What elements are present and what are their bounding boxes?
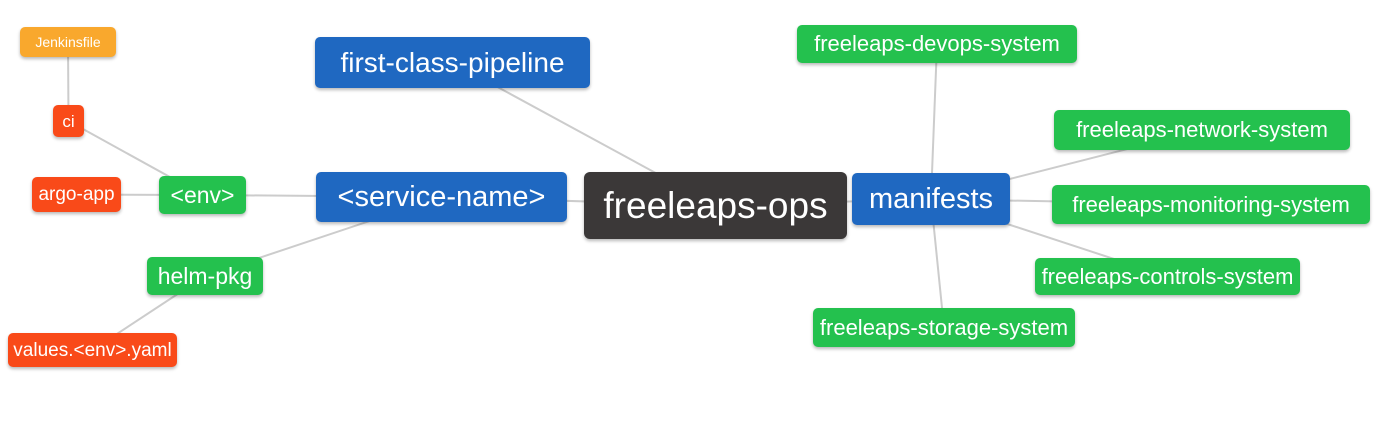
node-freeleaps-controls-system[interactable]: freeleaps-controls-system <box>1035 258 1300 295</box>
node-freeleaps-storage-system[interactable]: freeleaps-storage-system <box>813 308 1075 347</box>
node-env[interactable]: <env> <box>159 176 246 214</box>
node-freeleaps-monitoring-system[interactable]: freeleaps-monitoring-system <box>1052 185 1370 224</box>
node-freeleaps-devops-system[interactable]: freeleaps-devops-system <box>797 25 1077 63</box>
node-manifests[interactable]: manifests <box>852 173 1010 225</box>
node-helm-pkg[interactable]: helm-pkg <box>147 257 263 295</box>
node-ci[interactable]: ci <box>53 105 84 137</box>
node-values-env-yaml[interactable]: values.<env>.yaml <box>8 333 177 367</box>
node-freeleaps-ops[interactable]: freeleaps-ops <box>584 172 847 239</box>
node-argo-app[interactable]: argo-app <box>32 177 121 212</box>
node-first-class-pipeline[interactable]: first-class-pipeline <box>315 37 590 88</box>
node-service-name[interactable]: <service-name> <box>316 172 567 222</box>
node-freeleaps-network-system[interactable]: freeleaps-network-system <box>1054 110 1350 150</box>
node-jenkinsfile[interactable]: Jenkinsfile <box>20 27 116 57</box>
